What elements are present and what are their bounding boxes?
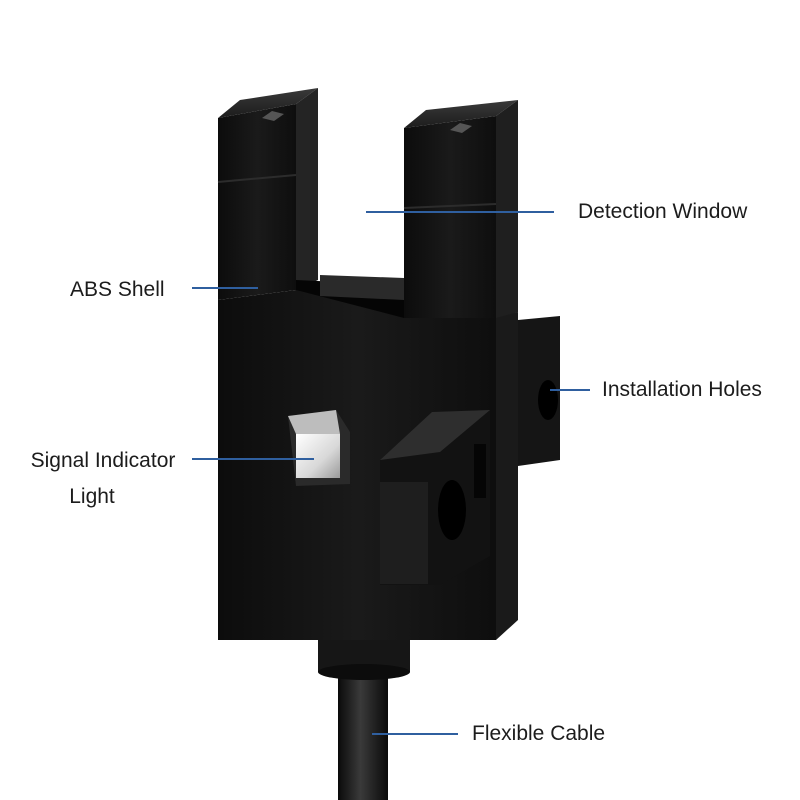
cable	[318, 640, 410, 800]
callout-signal-indicator-line2: Light	[69, 485, 115, 508]
callout-installation-holes: Installation Holes	[602, 378, 762, 401]
leader-line-flexible-cable	[372, 733, 458, 735]
callout-abs-shell: ABS Shell	[70, 278, 165, 301]
leader-line-abs-shell	[192, 287, 258, 289]
callout-flexible-cable: Flexible Cable	[472, 722, 606, 745]
mounting-flange	[380, 316, 560, 585]
callout-detection-window: Detection Window	[578, 200, 748, 223]
signal-indicator-light	[288, 410, 350, 486]
callout-signal-indicator-line1: Signal Indicator	[30, 449, 176, 472]
leader-line-detection-window	[366, 211, 554, 213]
leader-line-signal-indicator	[192, 458, 314, 460]
leader-line-installation-holes	[550, 389, 590, 391]
